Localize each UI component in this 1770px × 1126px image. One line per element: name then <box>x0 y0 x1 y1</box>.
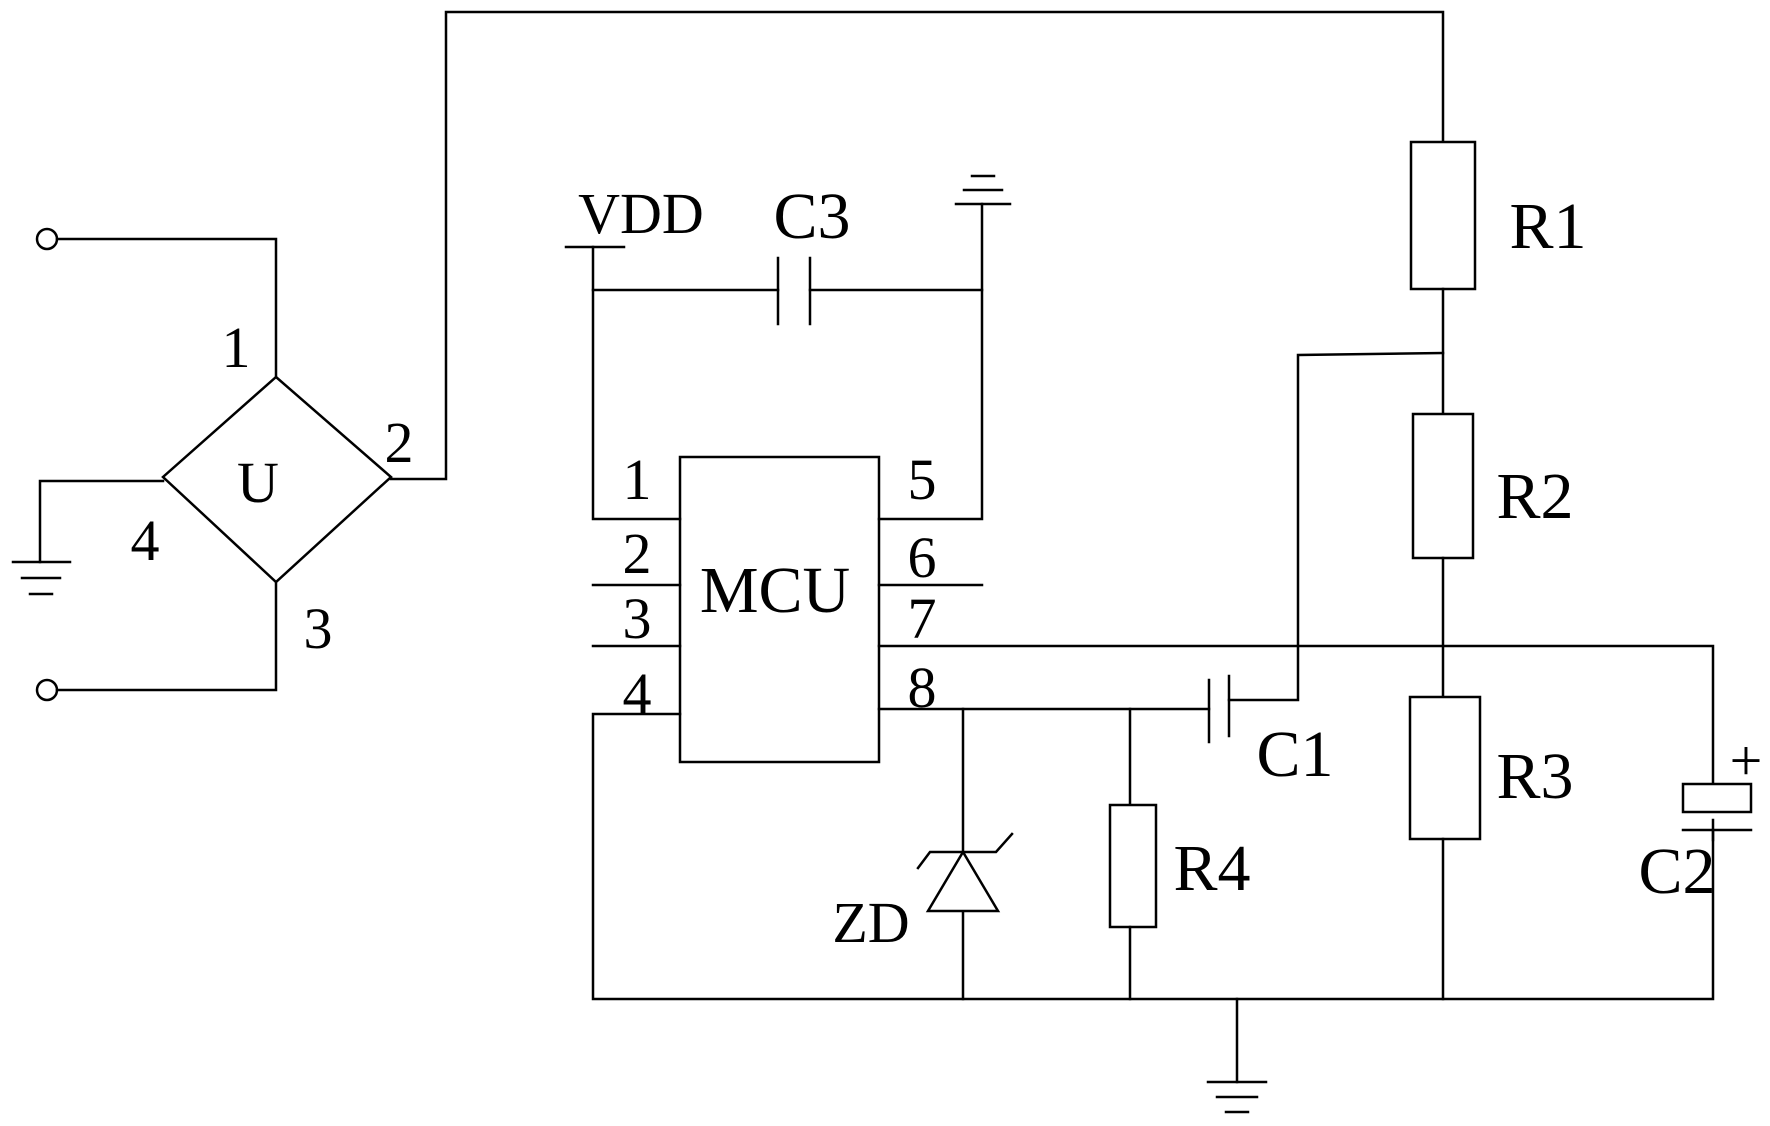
mcu-label: MCU <box>700 554 850 627</box>
bridge-rectifier: U 1 2 3 4 <box>131 315 414 661</box>
ground-symbol-top <box>954 174 1012 206</box>
ground-symbol-left <box>11 479 165 596</box>
resistor-r4: R4 <box>1108 803 1251 929</box>
ground-symbol-bottom <box>1206 997 1268 1114</box>
r4-label: R4 <box>1173 832 1250 905</box>
bridge-pin-1: 1 <box>222 315 251 380</box>
capacitor-c1: C1 <box>1207 674 1334 791</box>
resistor-r2: R2 <box>1411 412 1574 560</box>
terminal-top <box>35 227 59 251</box>
resistor-r1: R1 <box>1409 140 1587 291</box>
terminal-bottom <box>35 678 59 702</box>
vdd-label: VDD <box>578 181 704 246</box>
mcu-pin-4: 4 <box>623 661 652 726</box>
c3-label: C3 <box>773 180 850 253</box>
mcu-pin-6: 6 <box>908 525 937 590</box>
zd-label: ZD <box>832 890 909 955</box>
c2-polarity-mark: + <box>1730 728 1763 793</box>
ac-input-terminals <box>35 227 278 702</box>
wire-pin7-c2 <box>877 644 1715 786</box>
r2-label: R2 <box>1496 460 1573 533</box>
mcu-pin-7: 7 <box>908 586 937 651</box>
capacitor-c3: C3 <box>773 180 851 326</box>
wire-pin5-ground <box>877 202 984 521</box>
c1-label: C1 <box>1256 718 1333 791</box>
bridge-label: U <box>237 450 279 515</box>
resistor-r3: R3 <box>1408 695 1574 841</box>
mcu-pin-5: 5 <box>908 447 937 512</box>
c2-label: C2 <box>1638 835 1715 908</box>
wire-pin1-vdd <box>591 245 682 521</box>
mcu-pin-3: 3 <box>623 586 652 651</box>
bridge-pin-3: 3 <box>304 596 333 661</box>
bridge-pin-2: 2 <box>385 410 414 475</box>
capacitor-c2: + C2 <box>1638 728 1762 908</box>
r3-label: R3 <box>1496 740 1573 813</box>
mcu-chip: MCU 1 2 3 4 5 6 7 8 <box>623 447 937 764</box>
vdd-supply: VDD <box>564 181 704 249</box>
r1-label: R1 <box>1509 190 1586 263</box>
wire-rectified-output <box>389 10 1445 481</box>
bridge-pin-4: 4 <box>131 508 160 573</box>
zener-diode-zd: ZD <box>832 707 1014 1001</box>
wire-r1-r2-tap <box>1227 351 1445 702</box>
mcu-pin-2: 2 <box>623 521 652 586</box>
mcu-pin-1: 1 <box>623 447 652 512</box>
wire-pin4-ground <box>591 712 1715 1001</box>
